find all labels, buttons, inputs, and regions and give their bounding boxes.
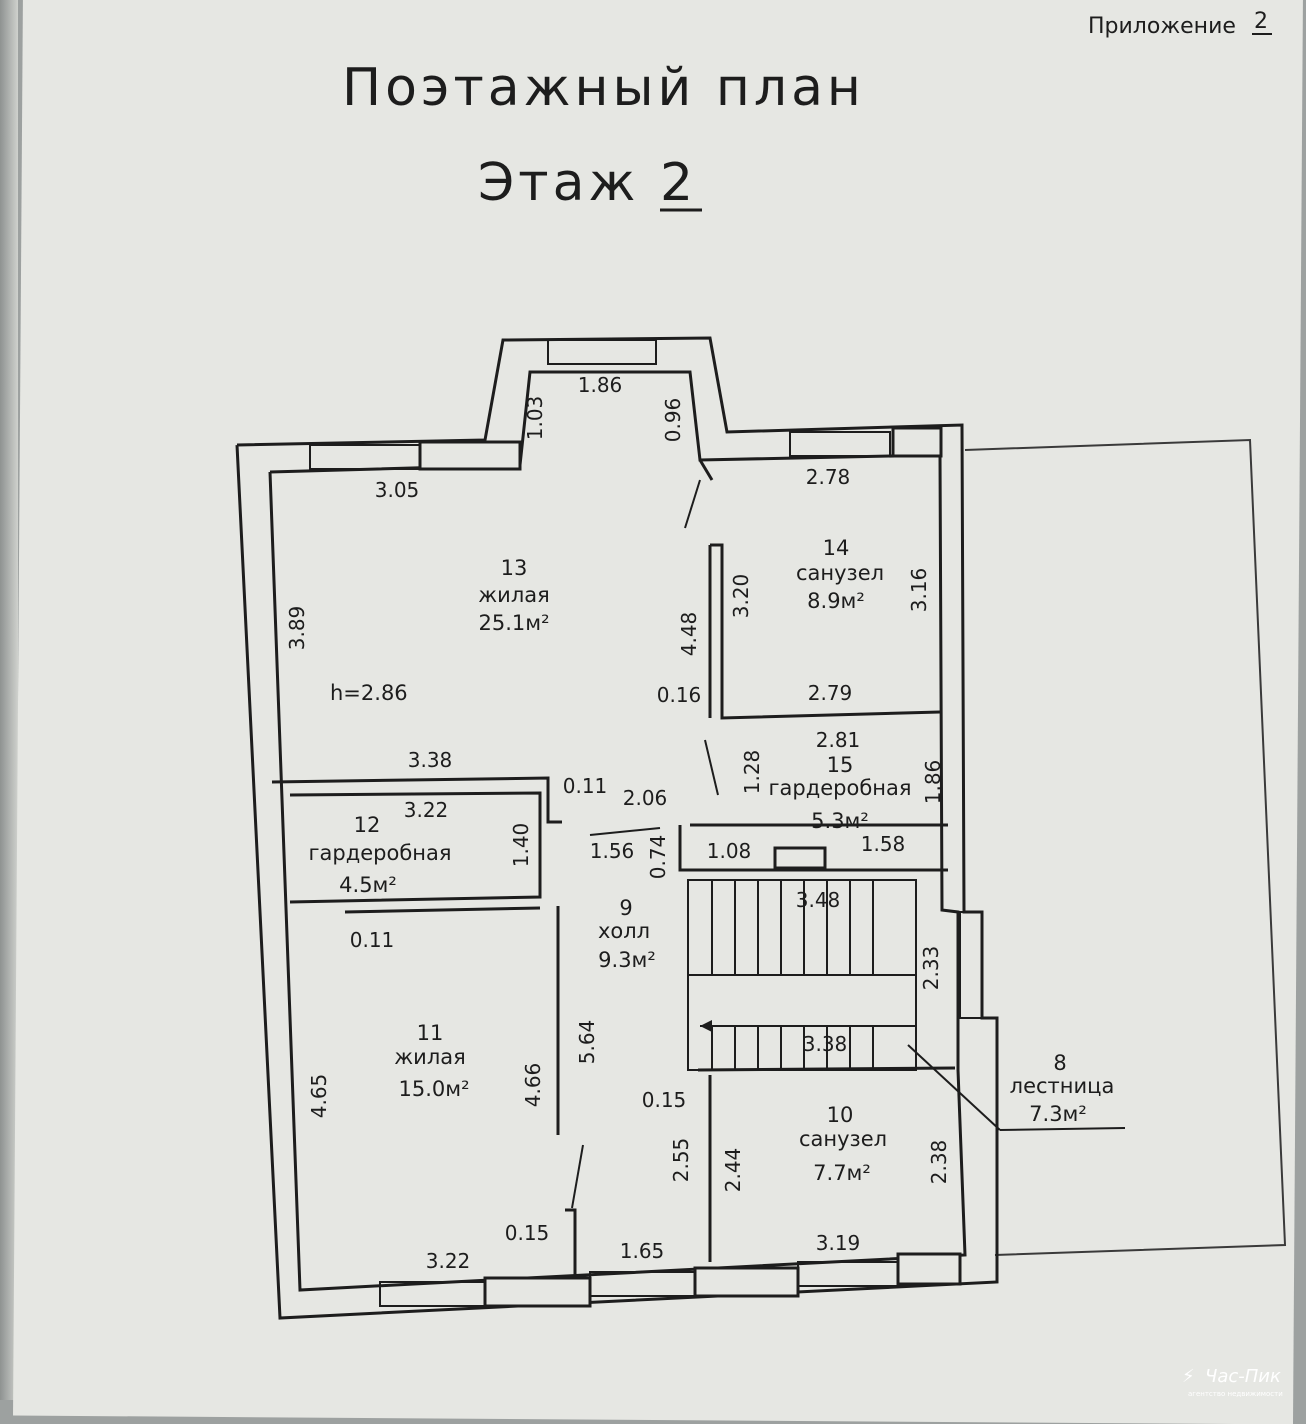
floor-number: 2 [660, 153, 697, 213]
watermark-icon: ⚡ [1182, 1366, 1195, 1387]
dim-label: 3.22 [404, 798, 449, 822]
room-name: гардеробная [768, 776, 911, 800]
dim-label: 3.20 [729, 574, 753, 619]
appendix-number: 2 [1254, 9, 1268, 34]
dim-label: 3.38 [803, 1032, 848, 1056]
dim-label: 1.03 [523, 396, 547, 441]
dim-label: 1.08 [707, 839, 752, 863]
room-8: 8 лестница 7.3м² [1010, 1051, 1115, 1126]
stair-treads [711, 880, 874, 1070]
dim-label: 4.48 [677, 612, 701, 657]
dim-label: 3.19 [816, 1231, 861, 1255]
dim-label: 1.28 [740, 750, 764, 795]
room-area: 15.0м² [398, 1077, 469, 1101]
room-area: 7.7м² [813, 1161, 871, 1185]
page-fold-shadow [0, 0, 18, 1400]
floor-label: Этаж [478, 153, 639, 213]
room-area: 9.3м² [598, 948, 656, 972]
room-name: лестница [1010, 1074, 1115, 1098]
adjacent-outline [964, 438, 1287, 1256]
dim-label: 3.38 [408, 748, 453, 772]
room-number: 12 [354, 813, 381, 837]
room-area: 8.9м² [807, 589, 865, 613]
room-10: 10 санузел 7.7м² [799, 1103, 887, 1185]
dim-label: 0.96 [661, 398, 685, 443]
room-area: 5.3м² [811, 809, 869, 833]
dim-label: 1.40 [509, 823, 533, 868]
room-name: санузел [796, 561, 884, 585]
dim-label: 1.86 [921, 760, 945, 805]
room-name: санузел [799, 1127, 887, 1151]
dim-label: 1.58 [861, 832, 906, 856]
room-15: 15 гардеробная 5.3м² [768, 753, 911, 833]
dim-label: 3.22 [426, 1249, 471, 1273]
dim-label: 0.15 [505, 1221, 550, 1245]
room-number: 11 [417, 1021, 444, 1045]
dim-label: 3.05 [375, 478, 420, 502]
room-number: 9 [619, 896, 632, 920]
room-number: 13 [501, 556, 528, 580]
dim-label: 0.11 [350, 928, 395, 952]
room-name: гардеробная [308, 841, 451, 865]
dim-label: 5.64 [575, 1020, 599, 1065]
dim-label: 2.33 [919, 946, 943, 991]
dim-label: 0.74 [646, 835, 670, 880]
room-area: 4.5м² [339, 873, 397, 897]
dim-label: 3.48 [796, 888, 841, 912]
plan-title: Поэтажный план [342, 58, 865, 118]
dim-label: 2.81 [816, 728, 861, 752]
room-11: 11 жилая 15.0м² [394, 1021, 469, 1101]
dim-label: 3.16 [907, 568, 931, 613]
walls [235, 336, 1126, 1320]
dim-label: 2.38 [927, 1140, 951, 1185]
room-12: 12 гардеробная 4.5м² [308, 813, 451, 897]
dim-label: 1.56 [590, 839, 635, 863]
dim-label: 3.89 [285, 606, 309, 651]
dim-label: 4.66 [521, 1063, 545, 1108]
dim-label: 2.44 [721, 1148, 745, 1193]
room-name: холл [598, 919, 650, 943]
stair-direction-arrow [700, 1020, 712, 1032]
watermark-tagline: агентство недвижимости [1188, 1390, 1283, 1398]
room-number: 15 [827, 753, 854, 777]
room-area: 7.3м² [1029, 1102, 1087, 1126]
watermark-brand: Час-Пик [1205, 1366, 1281, 1387]
room-13: 13 жилая 25.1м² [478, 556, 550, 635]
dim-label: 1.86 [578, 373, 623, 397]
dim-label: 2.78 [806, 465, 851, 489]
room-number: 10 [827, 1103, 854, 1127]
room-number: 8 [1053, 1051, 1066, 1075]
room-area: 25.1м² [478, 611, 549, 635]
ceiling-height: h=2.86 [330, 681, 408, 705]
dim-label: 2.79 [808, 681, 853, 705]
room-name: жилая [478, 583, 550, 607]
room-name: жилая [394, 1045, 466, 1069]
room-number: 14 [823, 536, 850, 560]
room-14: 14 санузел 8.9м² [796, 536, 884, 613]
dim-label: 0.15 [642, 1088, 687, 1112]
dim-label: 0.11 [563, 774, 608, 798]
dim-label: 2.06 [623, 786, 668, 810]
dim-label: 0.16 [657, 683, 702, 707]
appendix-label: Приложение [1088, 14, 1236, 39]
dim-label: 2.55 [669, 1138, 693, 1183]
dimension-labels: 1.86 1.03 0.96 3.05 2.78 3.89 4.48 3.20 … [285, 373, 951, 1273]
room-9: 9 холл 9.3м² [598, 896, 656, 972]
dim-label: 1.65 [620, 1239, 665, 1263]
dim-label: 4.65 [307, 1074, 331, 1119]
agency-watermark: ⚡ Час-Пик агентство недвижимости [1182, 1366, 1283, 1398]
